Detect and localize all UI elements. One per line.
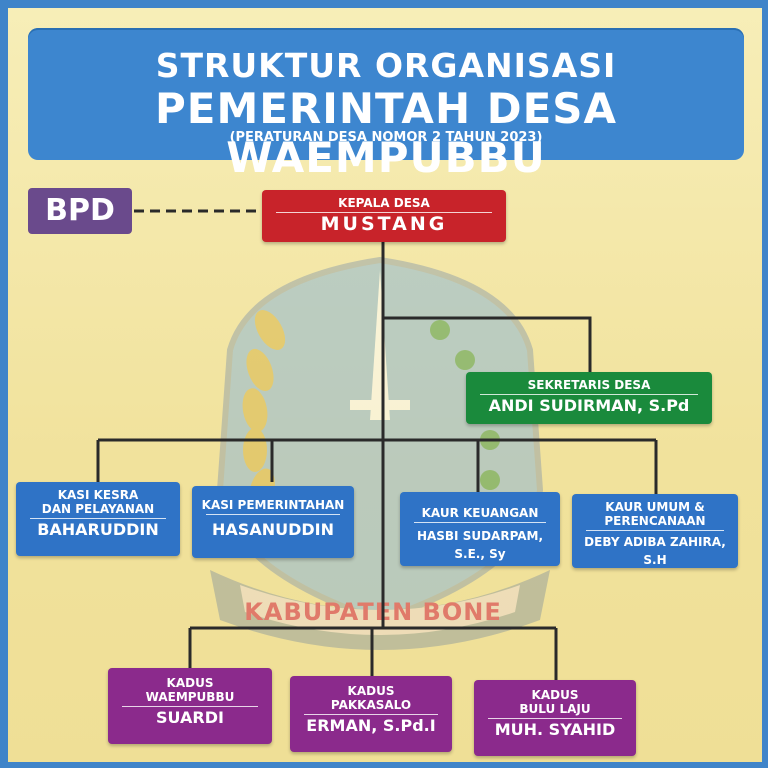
divider xyxy=(30,518,166,519)
kadus-bulu-laju-box: KADUS BULU LAJU MUH. SYAHID xyxy=(474,680,636,756)
divider xyxy=(586,530,724,531)
divider xyxy=(206,514,340,515)
kasi-pemerintahan-box: KASI PEMERINTAHAN HASANUDDIN xyxy=(192,486,354,558)
bpd-box: BPD xyxy=(28,188,132,234)
frame-left xyxy=(0,0,8,768)
divider xyxy=(122,706,258,707)
kasi-kesra-name: BAHARUDDIN xyxy=(37,520,159,539)
divider xyxy=(304,714,438,715)
divider xyxy=(480,394,698,395)
kadus-3-role-1: KADUS xyxy=(531,688,579,702)
kepala-desa-box: KEPALA DESA MUSTANG xyxy=(262,190,506,242)
kaur-keuangan-box: KAUR KEUANGAN HASBI SUDARPAM, S.E., Sy xyxy=(400,492,560,566)
kaur-umum-name: DEBY ADIBA ZAHIRA, S.H xyxy=(584,535,726,567)
title-banner: STRUKTUR ORGANISASI PEMERINTAH DESA WAEM… xyxy=(28,28,744,182)
kasi-kesra-box: KASI KESRA DAN PELAYANAN BAHARUDDIN xyxy=(16,482,180,556)
kadus-2-role-2: PAKKASALO xyxy=(330,698,412,712)
title-line-2: PEMERINTAH DESA WAEMPUBBU xyxy=(154,84,618,182)
kaur-keuangan-role: KAUR KEUANGAN xyxy=(421,506,539,520)
sekretaris-desa-name: ANDI SUDIRMAN, S.Pd xyxy=(488,396,690,415)
kadus-1-role-2: WAEMPUBBU xyxy=(145,690,235,704)
title-subtitle: (PERATURAN DESA NOMOR 2 TAHUN 2023) xyxy=(229,130,543,145)
kadus-2-name: ERMAN, S.Pd.I xyxy=(306,716,436,735)
kepala-desa-role: KEPALA DESA xyxy=(338,196,430,210)
kaur-umum-role-2: PERENCANAAN xyxy=(604,514,706,528)
kaur-keuangan-name: HASBI SUDARPAM, S.E., Sy xyxy=(416,529,544,561)
kadus-waempubbu-box: KADUS WAEMPUBBU SUARDI xyxy=(108,668,272,744)
kadus-3-name: MUH. SYAHID xyxy=(494,720,616,739)
title-line-1: STRUKTUR ORGANISASI xyxy=(155,46,617,85)
frame-right xyxy=(762,0,768,768)
kasi-pemerintahan-name: HASANUDDIN xyxy=(212,520,334,539)
divider xyxy=(276,212,492,213)
kadus-2-role-1: KADUS xyxy=(347,684,395,698)
sekretaris-desa-box: SEKRETARIS DESA ANDI SUDIRMAN, S.Pd xyxy=(466,372,712,424)
sekretaris-desa-role: SEKRETARIS DESA xyxy=(527,378,651,392)
kaur-umum-box: KAUR UMUM & PERENCANAAN DEBY ADIBA ZAHIR… xyxy=(572,494,738,568)
kaur-umum-role-1: KAUR UMUM & xyxy=(605,500,705,514)
kasi-kesra-role-1: KASI KESRA xyxy=(57,488,139,502)
kepala-desa-name: MUSTANG xyxy=(320,213,448,235)
kasi-pemerintahan-role: KASI PEMERINTAHAN xyxy=(201,498,345,512)
divider xyxy=(414,522,546,523)
sekretaris-link xyxy=(383,316,592,372)
kadus-1-role-1: KADUS xyxy=(166,676,214,690)
kadus-3-role-2: BULU LAJU xyxy=(519,702,591,716)
frame-top xyxy=(0,0,768,8)
kadus-pakkasalo-box: KADUS PAKKASALO ERMAN, S.Pd.I xyxy=(290,676,452,752)
kasi-kesra-role-2: DAN PELAYANAN xyxy=(41,502,155,516)
divider xyxy=(488,718,622,719)
emblem-caption: KABUPATEN BONE xyxy=(244,598,502,626)
frame-bottom xyxy=(0,762,768,768)
kadus-1-name: SUARDI xyxy=(156,708,224,727)
